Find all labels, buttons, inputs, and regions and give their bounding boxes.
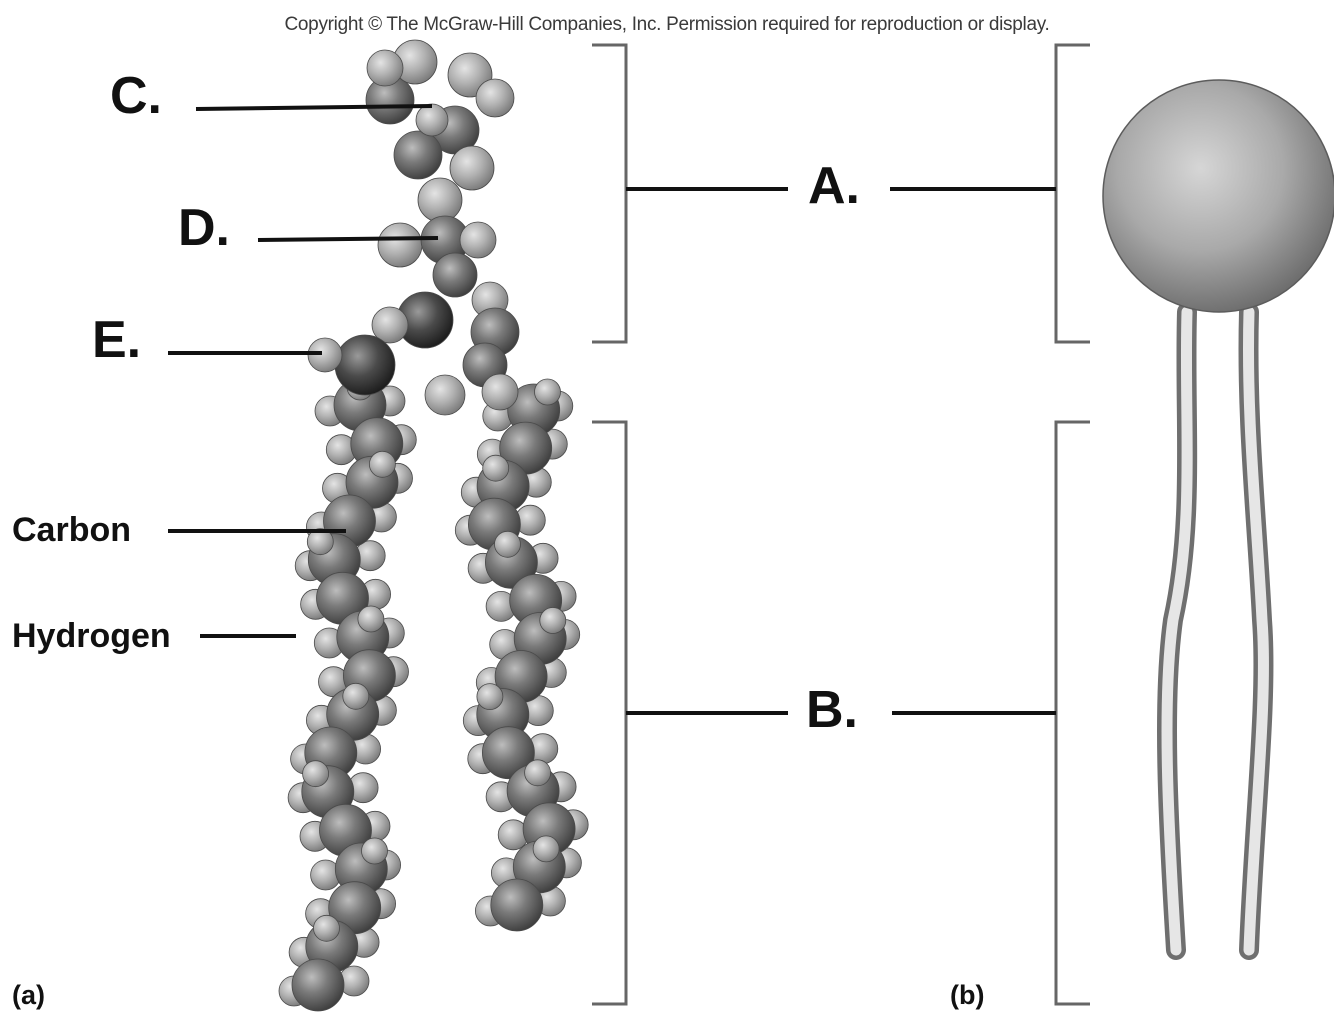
label-carbon: Carbon xyxy=(12,513,131,547)
hydrogen-atom xyxy=(369,451,395,477)
label-E: E. xyxy=(92,314,141,366)
copyright-notice: Copyright © The McGraw-Hill Companies, I… xyxy=(0,14,1334,36)
hydrogen-atom xyxy=(483,455,509,481)
hydrogen-atom xyxy=(476,79,514,117)
hydrogen-atom xyxy=(477,684,503,710)
hydrogen-atom xyxy=(533,836,559,862)
label-D: D. xyxy=(178,202,230,254)
panel-label-b: (b) xyxy=(950,982,984,1009)
carbon-atom xyxy=(394,131,442,179)
hydrogen-atom xyxy=(418,178,462,222)
label-hydrogen: Hydrogen xyxy=(12,619,171,653)
hydrogen-atom xyxy=(378,223,422,267)
hydrogen-atom xyxy=(482,374,518,410)
hydrogen-atom xyxy=(425,375,465,415)
label-A: A. xyxy=(808,160,860,212)
hydrogen-atom xyxy=(358,606,384,632)
oxygen-atom xyxy=(335,335,395,395)
carbon-atom xyxy=(433,253,477,297)
hydrogen-atom xyxy=(540,608,566,634)
carbon-atom xyxy=(491,879,543,931)
hydrogen-atom xyxy=(303,761,329,787)
bracket-head-left xyxy=(592,45,626,342)
hydrogen-atom xyxy=(343,683,369,709)
hydrogen-atom xyxy=(416,104,448,136)
bracket-tail-right xyxy=(1056,422,1090,1004)
carbon-atom xyxy=(292,959,344,1011)
leader-D xyxy=(258,238,438,240)
panel-label-a: (a) xyxy=(12,982,45,1009)
space-filling-molecule-model xyxy=(279,40,588,1011)
simplified-phospholipid xyxy=(1103,80,1334,950)
bracket-tail-left xyxy=(592,422,626,1004)
hydrogen-atom xyxy=(525,760,551,786)
label-B: B. xyxy=(806,684,858,736)
hydrogen-atom xyxy=(314,915,340,941)
label-C: C. xyxy=(110,70,162,122)
hydrogen-atom xyxy=(460,222,496,258)
hydrogen-atom xyxy=(362,838,388,864)
bracket-head-right xyxy=(1056,45,1090,342)
hydrogen-atom xyxy=(450,146,494,190)
hydrogen-atom xyxy=(495,531,521,557)
hydrogen-atom xyxy=(367,50,403,86)
polar-head-sphere xyxy=(1103,80,1334,312)
hydrogen-atom xyxy=(535,379,561,405)
